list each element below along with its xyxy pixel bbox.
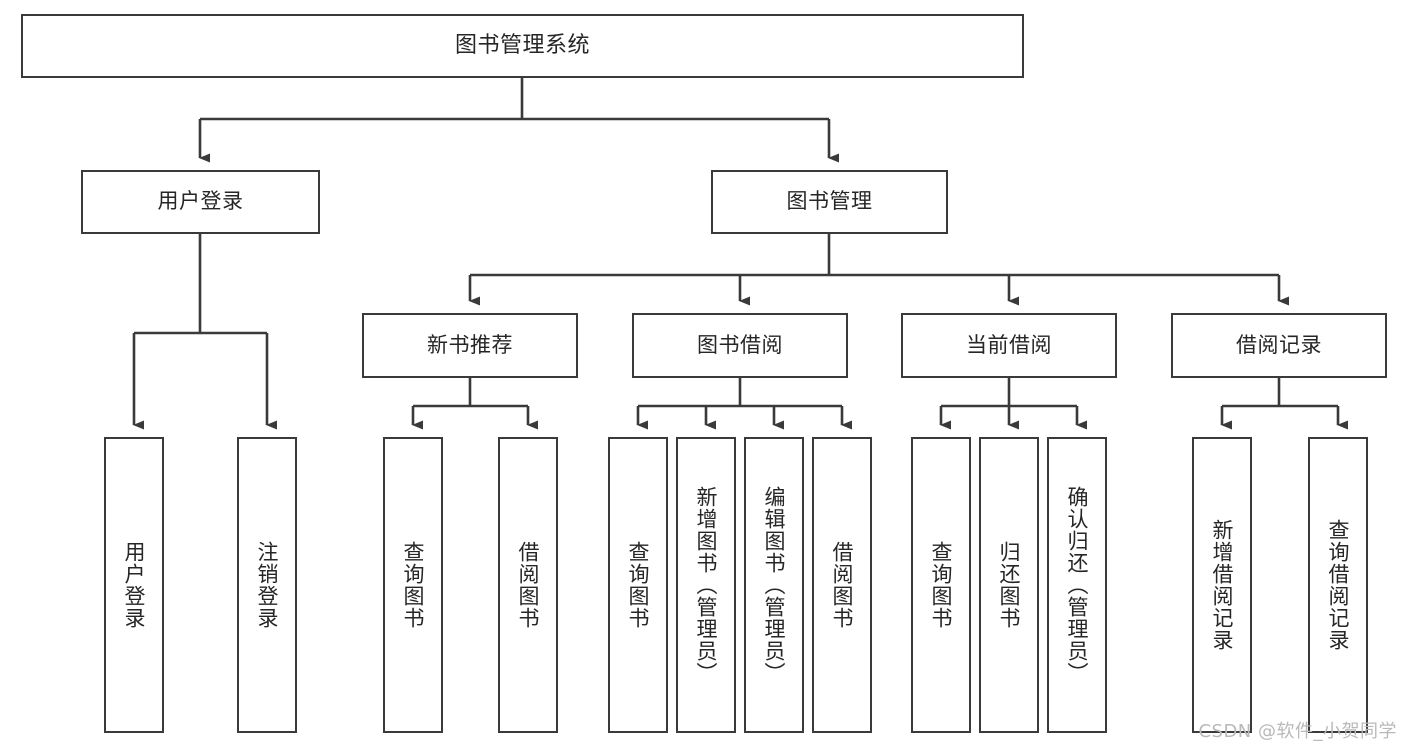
leaf-cb-confirm-return-admin-label: 确认归还（管理员） <box>1065 486 1090 684</box>
leaf-bb-borrow-book-label: 借阅图书 <box>830 541 855 629</box>
node-borrow-record-label: 借阅记录 <box>1236 332 1322 357</box>
leaf-cb-return-book-label: 归还图书 <box>997 541 1022 629</box>
watermark-text: CSDN @软件_小贺同学 <box>1198 721 1397 742</box>
leaf-nb-borrow-book-label: 借阅图书 <box>516 541 541 629</box>
leaf-bb-edit-book-admin-label: 编辑图书（管理员） <box>762 486 787 684</box>
node-book-borrow-label: 图书借阅 <box>697 332 783 357</box>
leaf-bb-query-book-label: 查询图书 <box>626 541 651 629</box>
leaf-user-login-label: 用户登录 <box>122 541 147 629</box>
leaf-bb-add-book-admin-label: 新增图书（管理员） <box>694 486 719 684</box>
leaf-bb-edit-book-admin[interactable]: 编辑图书（管理员） <box>744 437 804 733</box>
leaf-br-add-record-label: 新增借阅记录 <box>1210 519 1235 651</box>
node-book-management-label: 图书管理 <box>786 189 873 214</box>
leaf-br-add-record[interactable]: 新增借阅记录 <box>1192 437 1252 733</box>
leaf-logout-label: 注销登录 <box>255 541 280 629</box>
leaf-nb-borrow-book[interactable]: 借阅图书 <box>498 437 558 733</box>
node-root-label: 图书管理系统 <box>454 32 590 58</box>
node-root-system[interactable]: 图书管理系统 <box>21 14 1024 78</box>
leaf-br-query-record[interactable]: 查询借阅记录 <box>1308 437 1368 733</box>
node-current-borrow[interactable]: 当前借阅 <box>901 313 1117 378</box>
node-user-login[interactable]: 用户登录 <box>81 170 320 234</box>
node-new-book-recommend-label: 新书推荐 <box>427 332 513 357</box>
node-borrow-record[interactable]: 借阅记录 <box>1171 313 1387 378</box>
leaf-cb-query-book-label: 查询图书 <box>929 541 954 629</box>
leaf-cb-return-book[interactable]: 归还图书 <box>979 437 1039 733</box>
leaf-bb-add-book-admin[interactable]: 新增图书（管理员） <box>676 437 736 733</box>
node-user-login-label: 用户登录 <box>157 189 244 214</box>
leaf-cb-query-book[interactable]: 查询图书 <box>911 437 971 733</box>
node-current-borrow-label: 当前借阅 <box>966 332 1052 357</box>
leaf-nb-query-book-label: 查询图书 <box>401 541 426 629</box>
leaf-user-login[interactable]: 用户登录 <box>104 437 164 733</box>
leaf-bb-borrow-book[interactable]: 借阅图书 <box>812 437 872 733</box>
leaf-nb-query-book[interactable]: 查询图书 <box>383 437 443 733</box>
leaf-cb-confirm-return-admin[interactable]: 确认归还（管理员） <box>1047 437 1107 733</box>
leaf-logout[interactable]: 注销登录 <box>237 437 297 733</box>
node-new-book-recommend[interactable]: 新书推荐 <box>362 313 578 378</box>
node-book-borrow[interactable]: 图书借阅 <box>632 313 848 378</box>
leaf-br-query-record-label: 查询借阅记录 <box>1326 519 1351 651</box>
node-book-management[interactable]: 图书管理 <box>711 170 948 234</box>
leaf-bb-query-book[interactable]: 查询图书 <box>608 437 668 733</box>
